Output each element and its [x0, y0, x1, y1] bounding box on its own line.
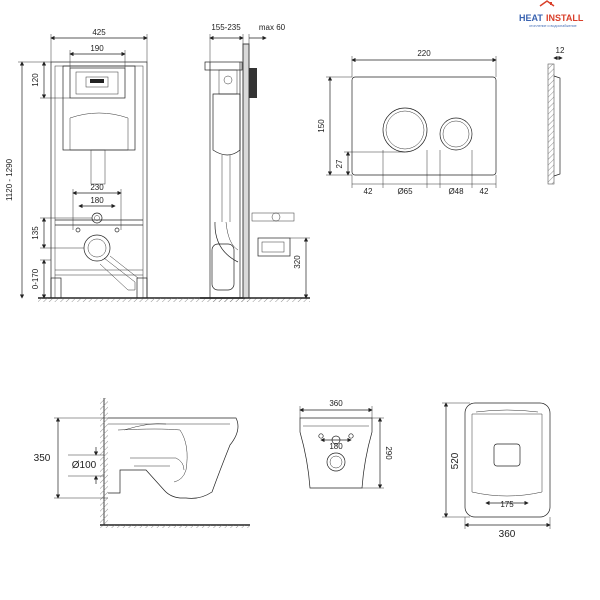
dim-inlet-outlet: 135	[31, 226, 40, 240]
dim-margin-right: 42	[480, 187, 489, 196]
logo-tagline: отопление и водоснабжение	[529, 24, 577, 28]
dim-top-length: 520	[450, 452, 461, 469]
dim-outlet-height: 320	[293, 255, 302, 269]
dim-back-inner: 180	[329, 442, 343, 451]
bowl-top-view: 175 520 360	[442, 402, 551, 540]
dim-plate-height: 150	[317, 119, 326, 133]
brand-logo: HEAT INSTALL отопление и водоснабжение	[519, 0, 584, 28]
dim-small-button: Ø48	[448, 187, 464, 196]
dim-max-depth: max 60	[259, 23, 286, 32]
dim-frame-depth: 155-235	[211, 23, 241, 32]
dim-flush-height: 120	[31, 73, 40, 87]
bowl-side-view: 350 Ø100	[34, 398, 250, 528]
dim-plate-width: 220	[417, 49, 431, 58]
dim-frame-width: 425	[92, 28, 106, 37]
dim-inner-spacing: 180	[90, 196, 104, 205]
house-icon	[539, 0, 555, 7]
bowl-back-view: 360 180 290	[299, 399, 393, 489]
frame-side-view: 155-235 max 60 320	[200, 23, 310, 302]
dim-big-button: Ø65	[397, 187, 413, 196]
flush-plate-profile: 12	[547, 46, 565, 185]
logo-name-heat: HEAT	[519, 13, 543, 23]
dim-bolt-spacing: 230	[90, 183, 104, 192]
dim-back-height: 290	[384, 446, 393, 460]
dim-flush-width: 190	[90, 44, 104, 53]
dim-top-width: 360	[499, 529, 516, 540]
dim-frame-height: 1120 - 1290	[5, 158, 14, 201]
dim-leg-adjust: 0-170	[31, 268, 40, 289]
dim-outlet-diameter: Ø100	[72, 460, 97, 471]
flush-plate-view: 220 150 27 42 Ø65 Ø48 42 12	[317, 46, 565, 196]
dim-bowl-height: 350	[34, 453, 51, 464]
dim-margin-left: 42	[364, 187, 373, 196]
dim-button-offset: 27	[335, 159, 344, 168]
frame-front-view: 425 190 1120 - 1290 120 135 0-170 230 18…	[5, 28, 248, 302]
dim-back-width: 360	[329, 399, 343, 408]
dim-plate-thickness: 12	[556, 46, 565, 55]
dim-top-inner: 175	[500, 500, 514, 509]
logo-name-install: INSTALL	[546, 13, 584, 23]
